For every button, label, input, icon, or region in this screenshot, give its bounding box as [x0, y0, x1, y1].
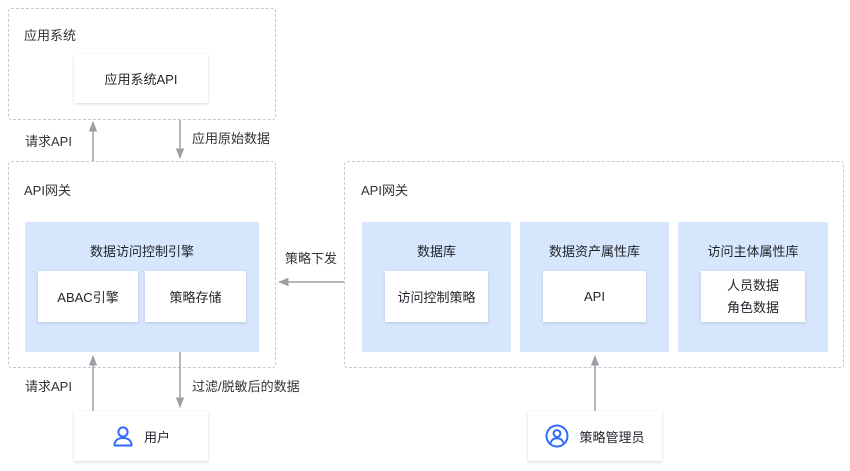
- policy-storage-box: 策略存储: [145, 271, 246, 322]
- admin-icon: [545, 424, 569, 448]
- left-api-gateway-group: [8, 161, 276, 368]
- user-label: 用户: [143, 429, 170, 445]
- edge-label-request-api-bottom: 请求API: [25, 379, 72, 394]
- api-asset-box: API: [543, 271, 646, 322]
- right-api-gateway-label: API网关: [361, 183, 408, 198]
- access-policy-box: 访问控制策略: [385, 271, 488, 322]
- edge-label-policy-push: 策略下发: [285, 251, 338, 266]
- database-panel-title: 数据库: [416, 244, 456, 259]
- subject-data-box: 人员数据 角色数据: [701, 271, 805, 322]
- right-api-gateway-group: [344, 161, 844, 368]
- app-system-label: 应用系统: [24, 28, 77, 43]
- app-system-group: [8, 8, 276, 120]
- left-api-gateway-label: API网关: [24, 183, 71, 198]
- user-icon: [112, 425, 134, 447]
- personnel-data-label: 人员数据: [726, 277, 779, 293]
- edge-label-filtered-data: 过滤/脱敏后的数据: [192, 379, 300, 394]
- user-box: 用户: [74, 411, 208, 461]
- role-data-label: 角色数据: [726, 299, 779, 315]
- app-system-api-box: 应用系统API: [74, 54, 208, 103]
- policy-admin-label: 策略管理员: [579, 429, 645, 445]
- policy-admin-box: 策略管理员: [528, 411, 662, 461]
- access-control-engine-title: 数据访问控制引擎: [89, 244, 194, 259]
- abac-engine-box: ABAC引擎: [38, 271, 138, 322]
- edge-label-raw-data: 应用原始数据: [192, 131, 271, 146]
- subject-attribute-title: 访问主体属性库: [707, 244, 799, 259]
- data-asset-attribute-title: 数据资产属性库: [548, 244, 640, 259]
- edge-label-request-api-top: 请求API: [25, 134, 72, 149]
